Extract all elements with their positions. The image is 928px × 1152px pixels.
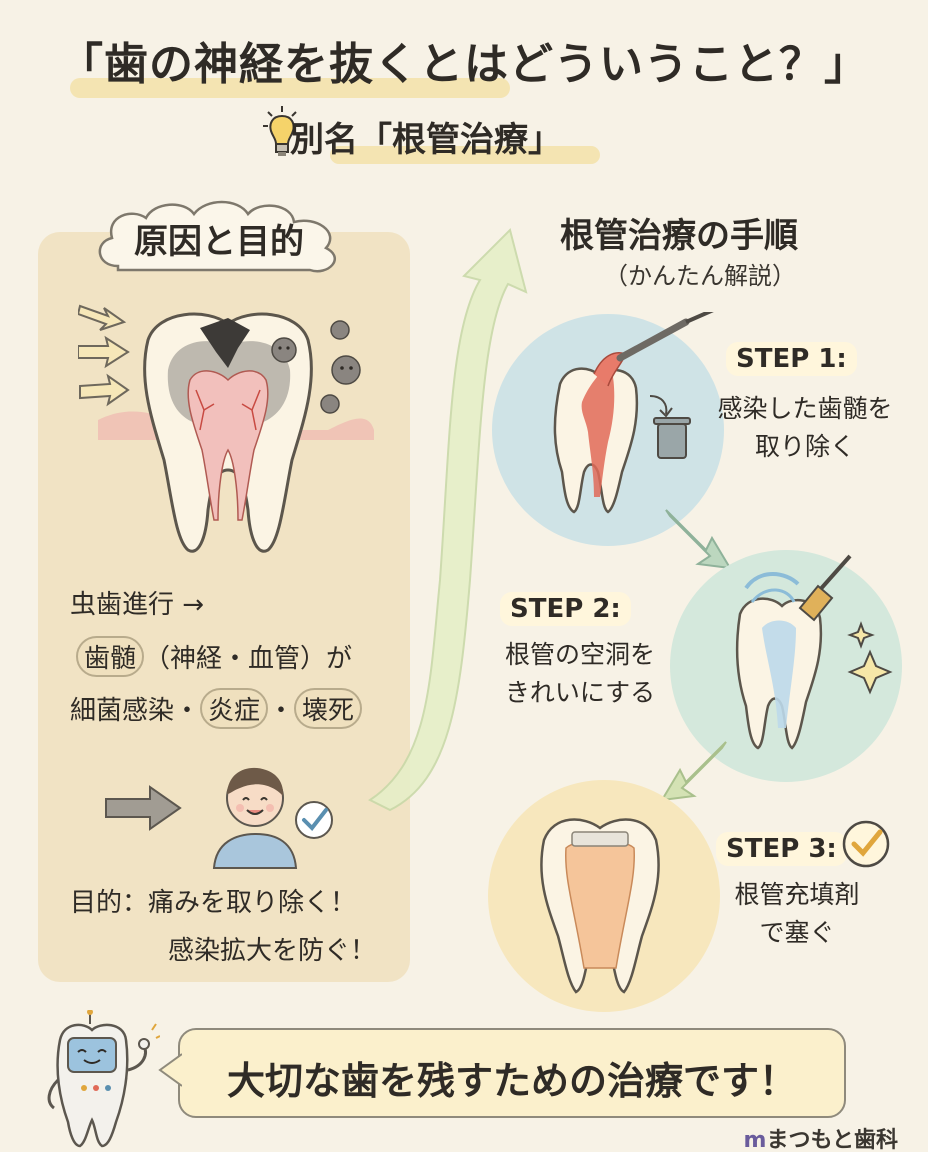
- page-title: 「歯の神経を抜くとはどういうこと？」: [59, 39, 869, 90]
- step3-description: 根管充填剤 で塞ぐ: [702, 876, 892, 952]
- infection-text: 細菌感染・: [70, 696, 201, 726]
- step1-description: 感染した歯髄を 取り除く: [700, 390, 910, 466]
- cause-line-2: 歯髄（神経・血管）が: [76, 636, 352, 677]
- pulp-explanation: （神経・血管）が: [144, 644, 353, 674]
- speech-tail: [158, 1053, 182, 1087]
- cloud-icon: [98, 200, 336, 273]
- purpose-line-2: 感染拡大を防ぐ！: [168, 936, 377, 966]
- check-icon: [842, 820, 890, 868]
- step-arrow-2: [660, 741, 727, 802]
- clinic-name: まつもと歯科: [766, 1128, 898, 1152]
- lightbulb-icon: [263, 106, 301, 156]
- step3-line-2: で塞ぐ: [759, 918, 835, 947]
- cause-line-1: 虫歯進行 →: [70, 590, 205, 620]
- person-icon: [212, 767, 333, 869]
- purpose-line-1: 目的：痛みを取り除く！: [70, 888, 357, 918]
- title-highlight: [70, 78, 510, 98]
- step2-line-2: きれいにする: [504, 678, 656, 707]
- step1-label: STEP 1:: [726, 342, 857, 376]
- bottom-message-box: [178, 1028, 846, 1118]
- infected-tooth-illustration: [78, 304, 374, 553]
- clinic-logo: mまつもと歯科: [744, 1122, 899, 1152]
- step1-line-1: 感染した歯髄を: [717, 394, 893, 423]
- step2-line-1: 根管の空洞を: [504, 640, 655, 669]
- inflammation-term: 炎症: [200, 688, 269, 729]
- bacteria-icon: [271, 320, 361, 414]
- subtitle: 別名「根管治療」: [290, 120, 562, 160]
- pulp-term: 歯髄: [76, 636, 145, 677]
- cause-purpose-heading: 原因と目的: [134, 222, 304, 262]
- big-curved-arrow: [368, 228, 528, 812]
- robot-icon: [47, 1010, 160, 1148]
- step3-label: STEP 3:: [716, 832, 847, 866]
- procedure-heading: 根管治療の手順: [560, 216, 798, 256]
- step2-illustration: [670, 550, 902, 782]
- right-arrow-icon: [105, 785, 182, 831]
- step2-label: STEP 2:: [500, 592, 631, 626]
- bottom-message: 大切な歯を残すための治療です！: [226, 1059, 797, 1103]
- cause-line-3: 細菌感染・炎症・壊死: [70, 688, 363, 729]
- clinic-logo-mark: m: [743, 1128, 767, 1152]
- procedure-subheading: （かんたん解説）: [604, 262, 796, 290]
- broom-icon: [798, 554, 852, 622]
- step1-illustration: [492, 312, 724, 546]
- check-icon: [295, 801, 333, 839]
- step3-illustration: [488, 780, 720, 1012]
- step3-line-1: 根管充填剤: [734, 880, 860, 909]
- sparkle-icon: [847, 621, 893, 695]
- step1-line-2: 取り除く: [754, 432, 855, 461]
- subtitle-highlight: [330, 146, 600, 164]
- separator-dot: ・: [268, 696, 295, 726]
- step-arrow-1: [665, 509, 732, 570]
- necrosis-term: 壊死: [294, 688, 363, 729]
- step2-description: 根管の空洞を きれいにする: [480, 636, 680, 712]
- trash-icon: [653, 417, 691, 459]
